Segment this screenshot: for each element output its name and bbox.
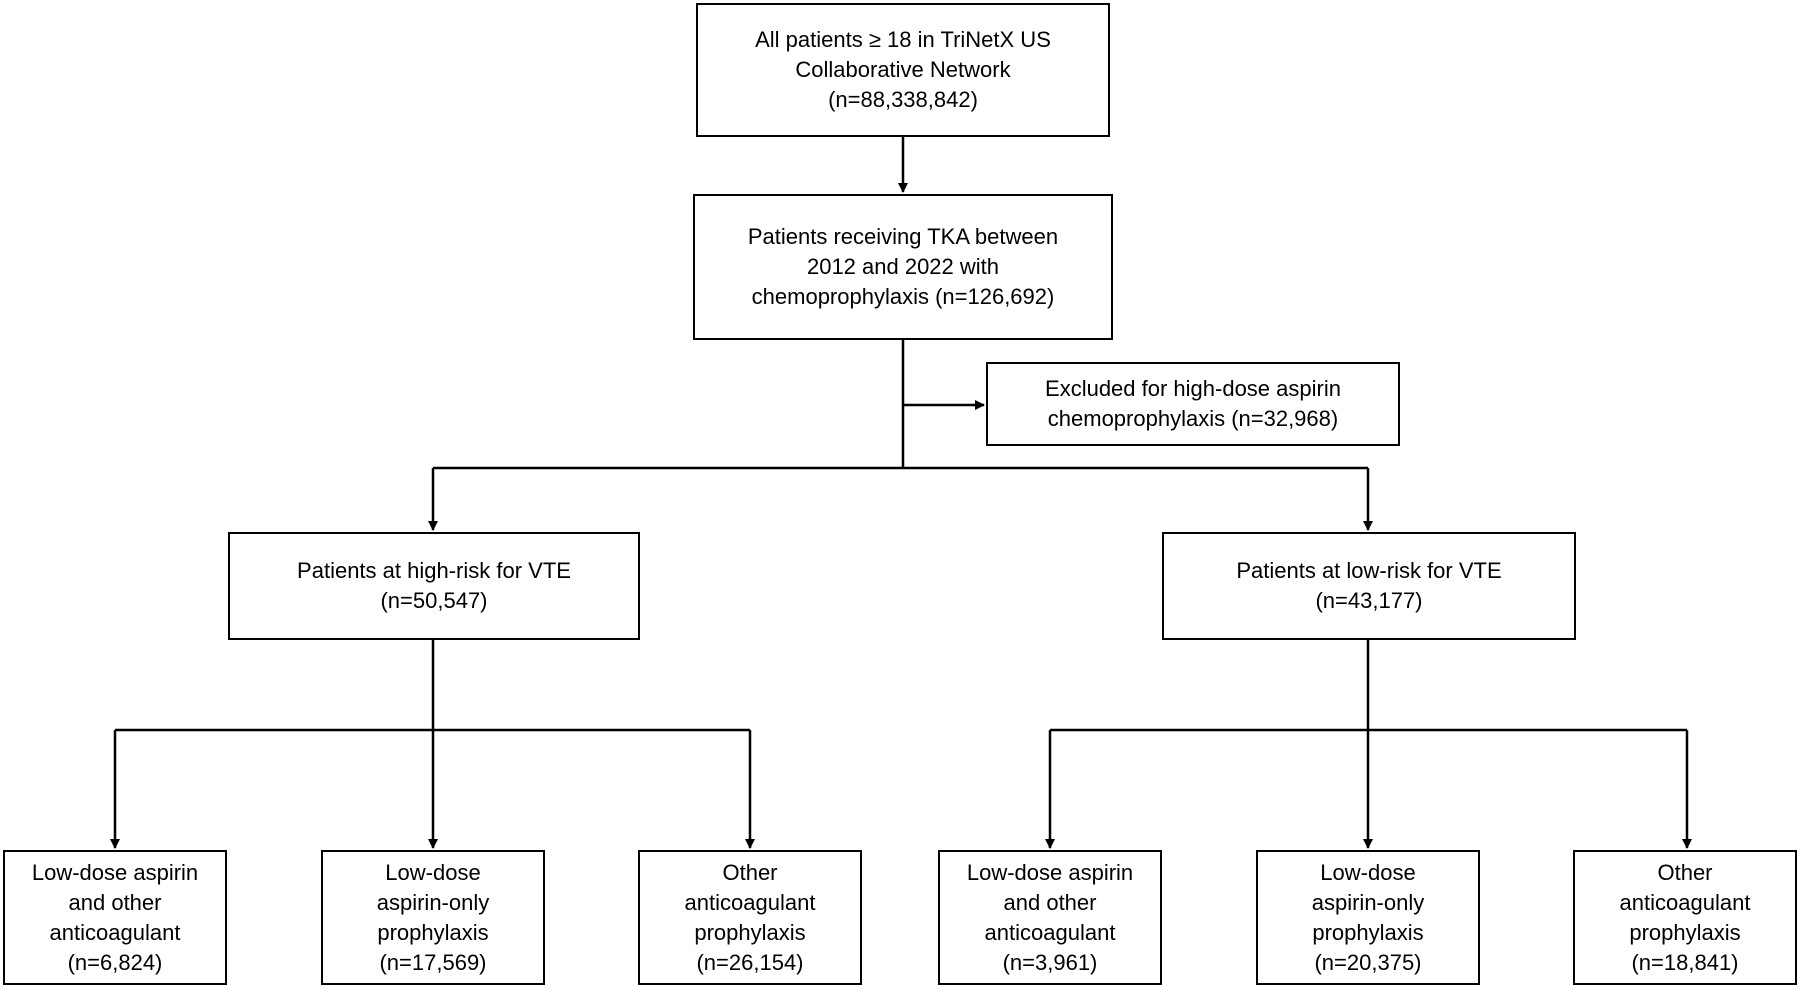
box-line: Patients at low-risk for VTE	[1236, 558, 1502, 583]
box-line: and other	[68, 889, 162, 915]
box-line: anticoagulant	[1619, 889, 1751, 915]
box-line: prophylaxis	[1629, 919, 1741, 945]
box-line: Low-dose	[1320, 859, 1416, 885]
box-line: anticoagulant	[684, 889, 816, 915]
all-patients-box: All patients ≥ 18 in TriNetX US Collabor…	[696, 3, 1110, 137]
box-line: (n=6,824)	[67, 949, 163, 975]
lr-aspirin-other-box: Low-dose aspirin and other anticoagulant…	[938, 850, 1162, 985]
box-line: prophylaxis	[377, 919, 489, 945]
box-line: prophylaxis	[1312, 919, 1424, 945]
box-line: 2012 and 2022 with	[806, 254, 1000, 279]
box-line: Other	[722, 859, 778, 885]
hr-aspirin-only-box: Low-dose aspirin-only prophylaxis (n=17,…	[321, 850, 545, 985]
box-line: Collaborative Network	[795, 57, 1011, 82]
box-line: (n=3,961)	[1002, 949, 1098, 975]
box-line: (n=17,569)	[379, 949, 487, 975]
box-line: Patients at high-risk for VTE	[297, 558, 571, 583]
excluded-box: Excluded for high-dose aspirin chemoprop…	[986, 362, 1400, 446]
lr-aspirin-only-box: Low-dose aspirin-only prophylaxis (n=20,…	[1256, 850, 1480, 985]
box-line: chemoprophylaxis (n=32,968)	[1047, 406, 1339, 431]
high-risk-box: Patients at high-risk for VTE (n=50,547)	[228, 532, 640, 640]
box-line: (n=26,154)	[696, 949, 804, 975]
box-line: (n=20,375)	[1314, 949, 1422, 975]
low-risk-box: Patients at low-risk for VTE (n=43,177)	[1162, 532, 1576, 640]
box-line: (n=18,841)	[1631, 949, 1739, 975]
box-line: (n=50,547)	[380, 588, 488, 613]
box-line: anticoagulant	[49, 919, 181, 945]
box-line: aspirin-only	[376, 889, 490, 915]
box-line: Low-dose aspirin	[31, 859, 199, 885]
box-line: aspirin-only	[1311, 889, 1425, 915]
box-line: Low-dose	[385, 859, 481, 885]
box-line: (n=88,338,842)	[828, 87, 978, 112]
box-line: (n=43,177)	[1315, 588, 1423, 613]
lr-other-box: Other anticoagulant prophylaxis (n=18,84…	[1573, 850, 1797, 985]
box-line: anticoagulant	[984, 919, 1116, 945]
box-line: Excluded for high-dose aspirin	[1045, 376, 1341, 401]
box-line: All patients ≥ 18 in TriNetX US	[755, 27, 1051, 52]
box-line: chemoprophylaxis (n=126,692)	[751, 284, 1055, 309]
box-line: and other	[1003, 889, 1097, 915]
box-line: prophylaxis	[694, 919, 806, 945]
box-line: Patients receiving TKA between	[747, 224, 1059, 249]
box-line: Other	[1657, 859, 1713, 885]
hr-aspirin-other-box: Low-dose aspirin and other anticoagulant…	[3, 850, 227, 985]
tka-patients-box: Patients receiving TKA between 2012 and …	[693, 194, 1113, 340]
hr-other-box: Other anticoagulant prophylaxis (n=26,15…	[638, 850, 862, 985]
box-line: Low-dose aspirin	[966, 859, 1134, 885]
